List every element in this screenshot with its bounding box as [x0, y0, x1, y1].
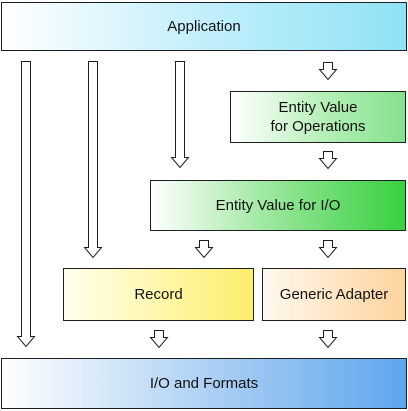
application-node: Application: [1, 2, 407, 51]
arrow-record-to-io: [149, 330, 169, 349]
arrow-application-to-io: [16, 61, 36, 348]
arrow-entity-ops-to-entity-io: [318, 151, 338, 170]
entity-value-operations-label: Entity Value for Operations: [270, 99, 366, 135]
arrow-generic-adapter-to-io: [318, 330, 338, 349]
io-formats-label: I/O and Formats: [149, 375, 259, 392]
generic-adapter-label: Generic Adapter: [279, 286, 389, 303]
record-node: Record: [63, 268, 254, 321]
entity-value-operations-node: Entity Value for Operations: [230, 91, 406, 143]
arrow-application-to-record: [83, 61, 103, 259]
entity-value-io-label: Entity Value for I/O: [215, 197, 341, 214]
arrow-application-to-entity-ops: [318, 62, 338, 81]
arrow-entity-io-to-generic-adapter: [318, 240, 338, 259]
application-label: Application: [167, 18, 241, 35]
arrow-application-to-entity-io: [170, 61, 190, 169]
entity-value-io-node: Entity Value for I/O: [150, 180, 406, 231]
arrow-entity-io-to-record: [194, 240, 214, 259]
generic-adapter-node: Generic Adapter: [262, 268, 406, 321]
io-formats-node: I/O and Formats: [1, 358, 407, 409]
record-label: Record: [134, 286, 183, 303]
